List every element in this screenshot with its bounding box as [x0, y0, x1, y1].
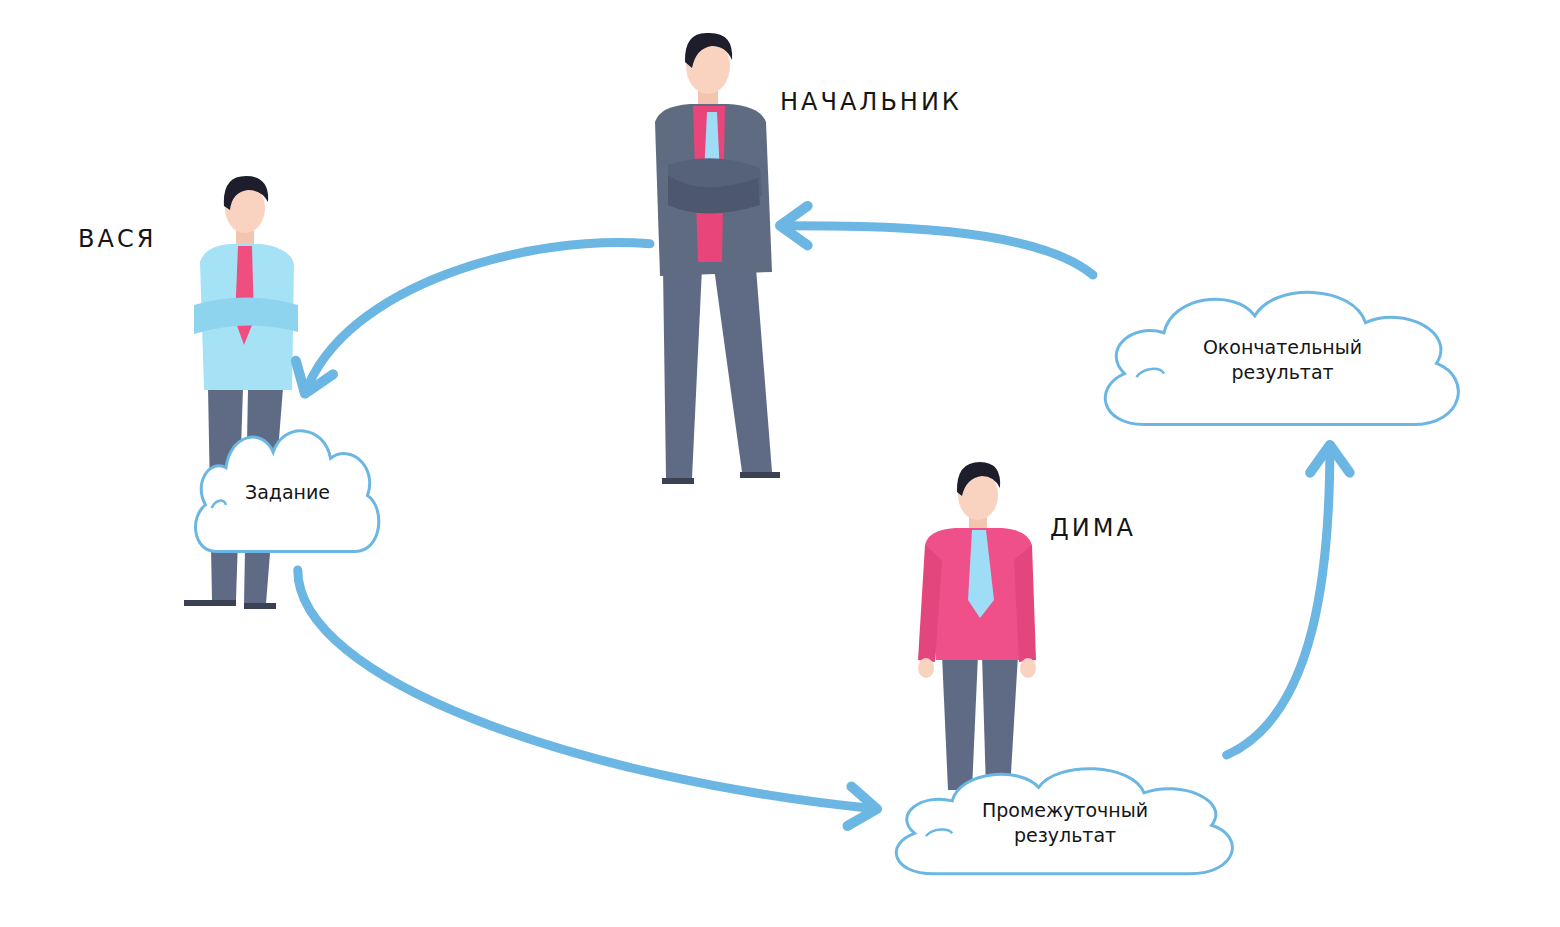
cloud-curl: [1136, 369, 1164, 377]
person-node: ВАСЯ: [185, 175, 305, 410]
cloud-outline: [1105, 292, 1458, 424]
arrow-line: [1227, 445, 1330, 755]
flow-arrow: [780, 206, 1093, 275]
cloud-curl: [212, 501, 226, 508]
arrow-line: [305, 243, 650, 394]
cloud-label: Задание: [245, 480, 330, 505]
flow-arrow: [1227, 445, 1350, 755]
arrow-line: [298, 570, 877, 809]
person-name: ДИМА: [1050, 514, 1136, 542]
boss-figure: [655, 33, 780, 484]
person-node: ДИМА: [915, 462, 1040, 752]
cloud-shape: [877, 755, 1253, 890]
person-name: НАЧАЛЬНИК: [780, 88, 962, 116]
arrow-head: [296, 361, 333, 394]
arrow-head: [1310, 445, 1350, 473]
arrow-head: [780, 206, 808, 246]
arrow-line: [780, 226, 1093, 275]
flow-arrow: [298, 570, 877, 826]
person-name: ВАСЯ: [78, 225, 156, 253]
cloud-outline: [896, 769, 1232, 874]
cloud-curl: [926, 830, 952, 836]
cloud-node: Окончательный результат: [1085, 275, 1480, 445]
dima-figure: [918, 462, 1036, 790]
cloud-shape: [1085, 275, 1480, 445]
arrow-head: [847, 787, 877, 826]
flow-arrow: [296, 243, 650, 394]
cloud-node: Промежуточный результат: [877, 755, 1253, 890]
cloud-node: Задание: [185, 415, 390, 570]
cloud-label: Окончательный результат: [1178, 335, 1388, 385]
cloud-label: Промежуточный результат: [960, 798, 1170, 848]
cloud-outline: [196, 431, 379, 552]
person-node: НАЧАЛЬНИК: [650, 30, 780, 485]
